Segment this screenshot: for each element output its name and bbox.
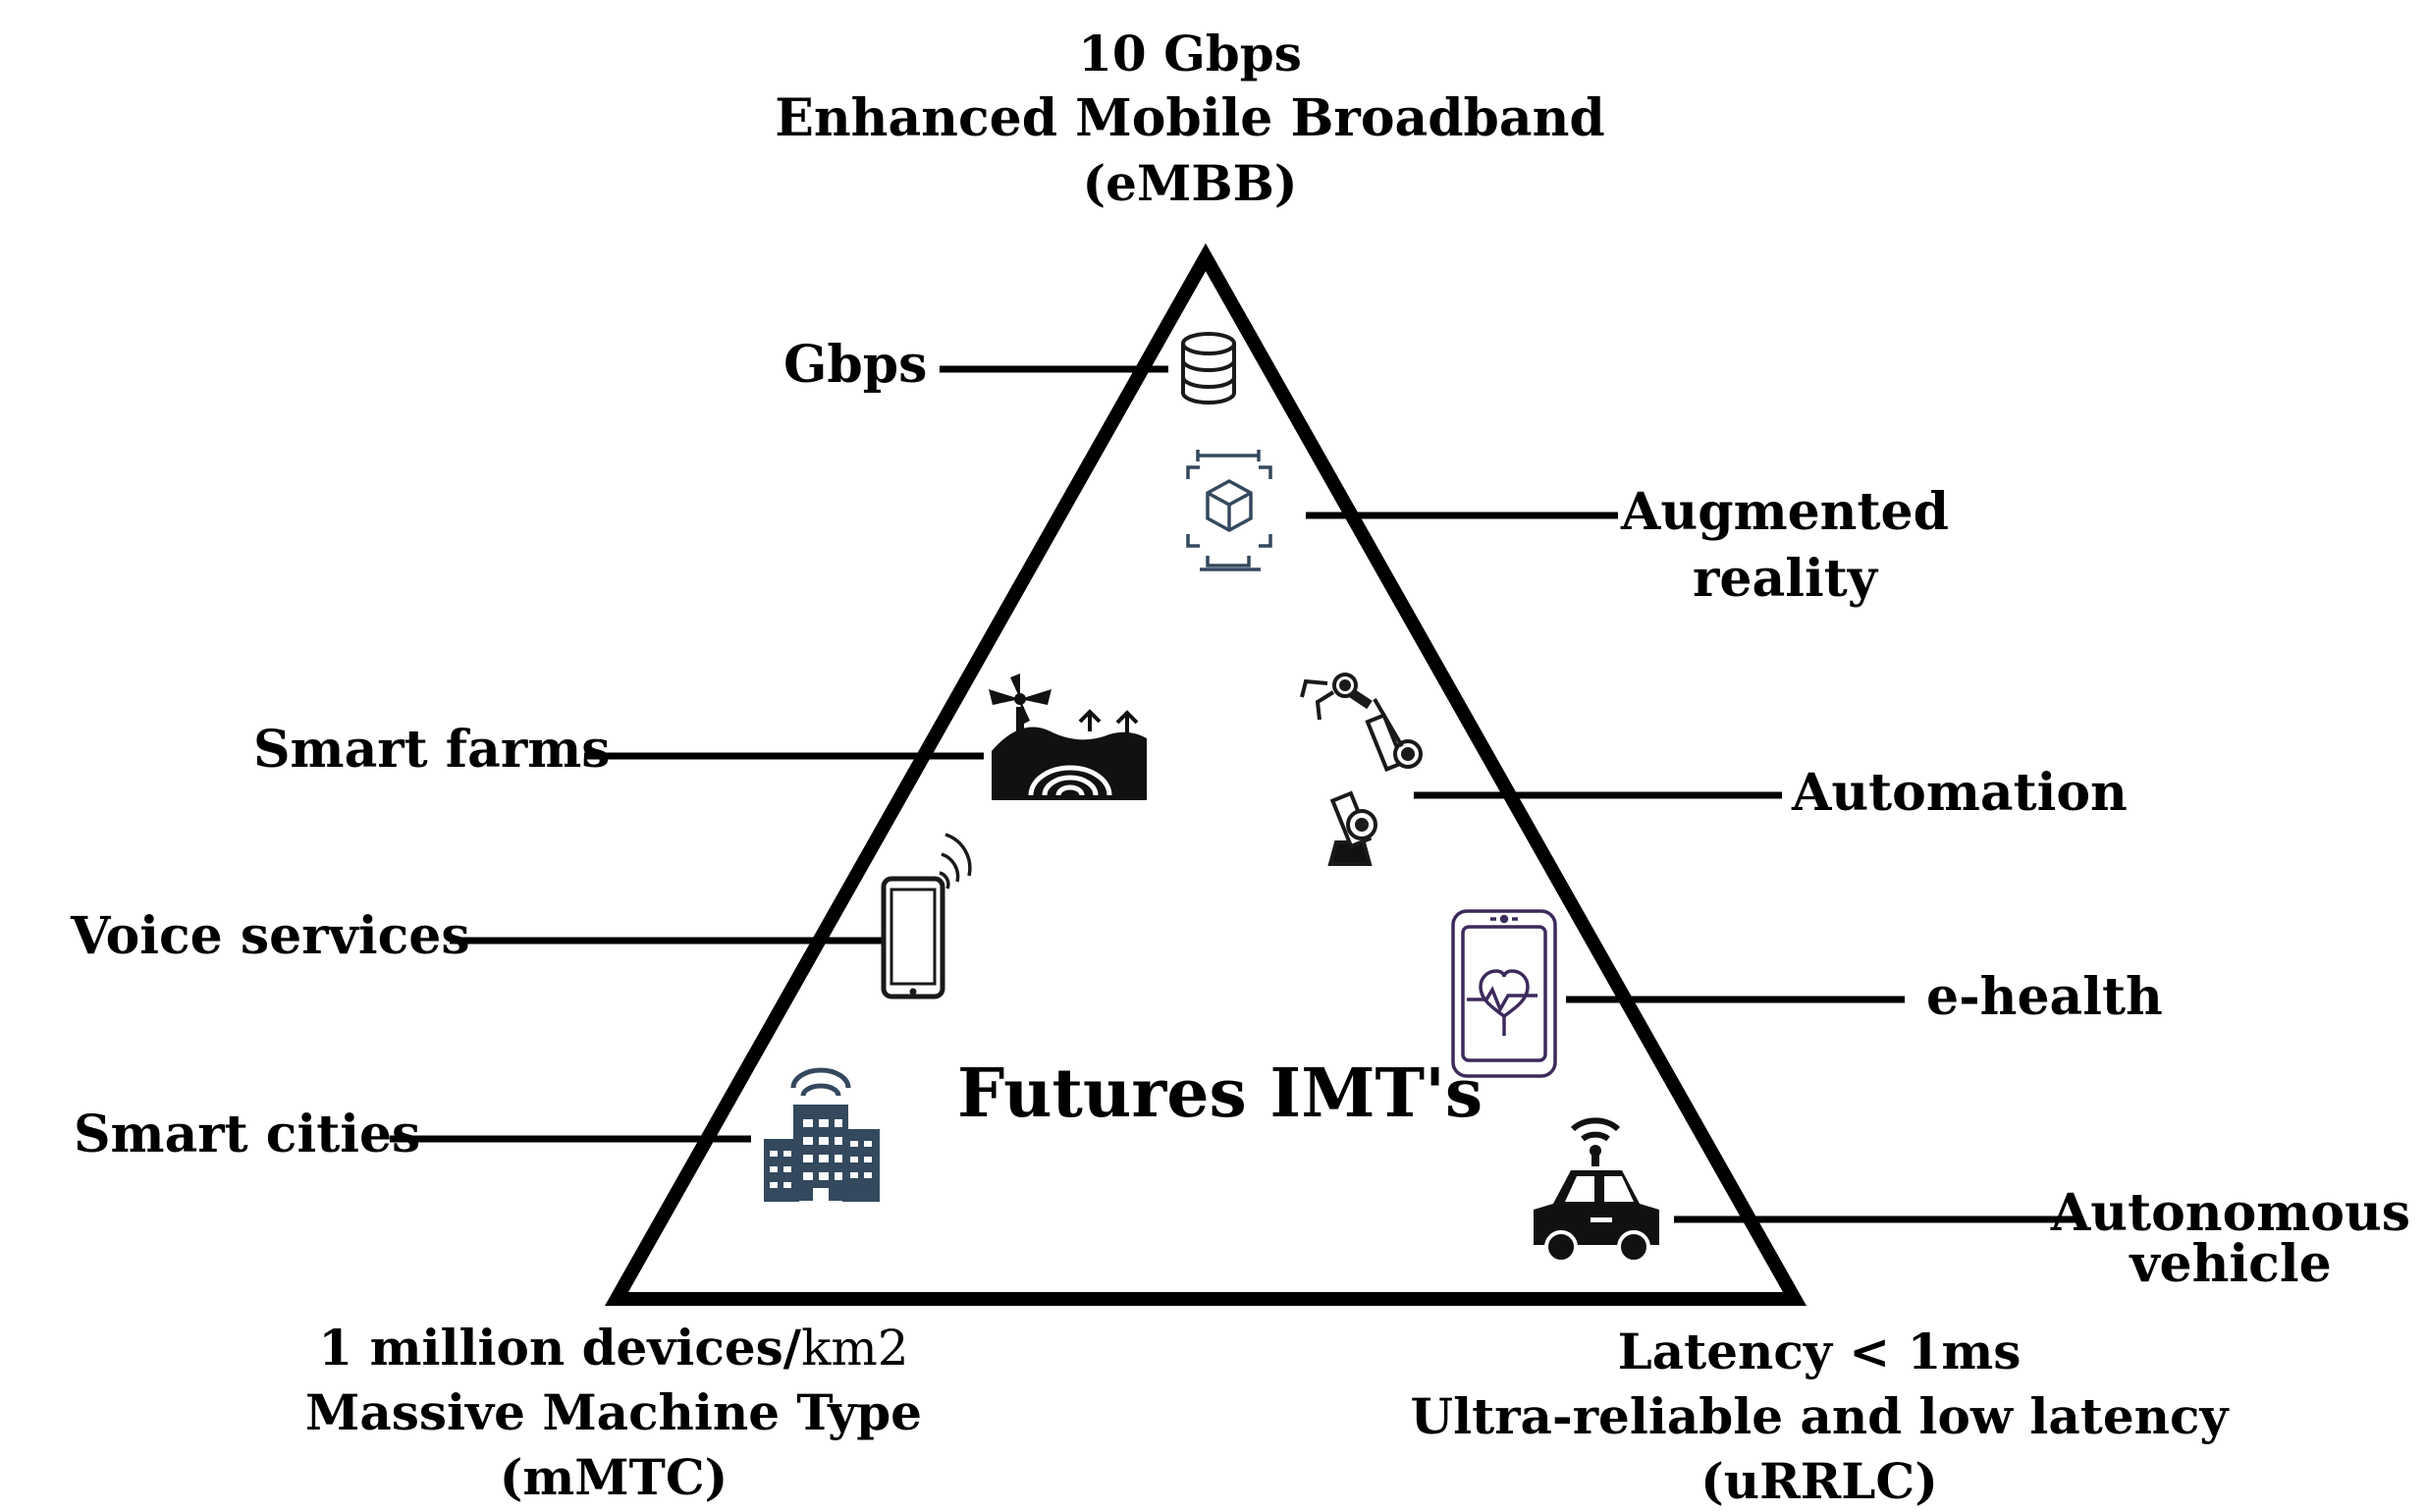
label-autonomous-vehicle: Autonomous vehicle [2050,1183,2411,1294]
label-smart-cities: Smart cities [74,1105,421,1164]
bottom-right-vertex-name: Ultra-reliable and low latency [1410,1387,2229,1445]
bottom-left-vertex-name: Massive Machine Type [305,1383,922,1441]
bottom-left-vertex-label: 1 million devices/km2 Massive Machine Ty… [305,1316,922,1510]
bottom-left-vertex-density: 1 million devices/km2 [318,1319,909,1377]
label-augmented-reality: Augmented reality [1621,482,1949,609]
robot-arm-icon [1300,673,1423,866]
top-vertex-abbrev: (eMBB) [1082,154,1298,212]
center-title: Futures IMT's [957,1054,1483,1133]
label-smart-farms: Smart farms [253,720,611,780]
top-vertex-throughput: 10 Gbps [1078,25,1302,82]
label-gbps: Gbps [783,335,928,395]
top-vertex-label: 10 Gbps Enhanced Mobile Broadband (eMBB) [775,22,1605,216]
label-voice-services: Voice services [71,906,470,966]
ar-cube-icon [1186,450,1272,571]
smart-farm-icon [989,674,1147,800]
database-icon [1181,332,1236,405]
smart-building-icon [764,1067,880,1202]
health-phone-icon [1451,909,1557,1078]
label-automation: Automation [1792,763,2128,823]
top-vertex-name: Enhanced Mobile Broadband [775,88,1605,148]
bottom-right-vertex-abbrev: (uRRLC) [1700,1452,1938,1510]
bottom-right-vertex-label: Latency < 1ms Ultra-reliable and low lat… [1411,1320,2229,1512]
label-e-health: e-health [1926,967,2163,1027]
smartphone-signal-icon [881,833,972,999]
bottom-left-vertex-abbrev: (mMTC) [499,1448,728,1506]
bottom-right-vertex-latency: Latency < 1ms [1617,1323,2022,1380]
connected-car-icon [1534,1117,1659,1264]
imt-triangle [604,243,1807,1306]
